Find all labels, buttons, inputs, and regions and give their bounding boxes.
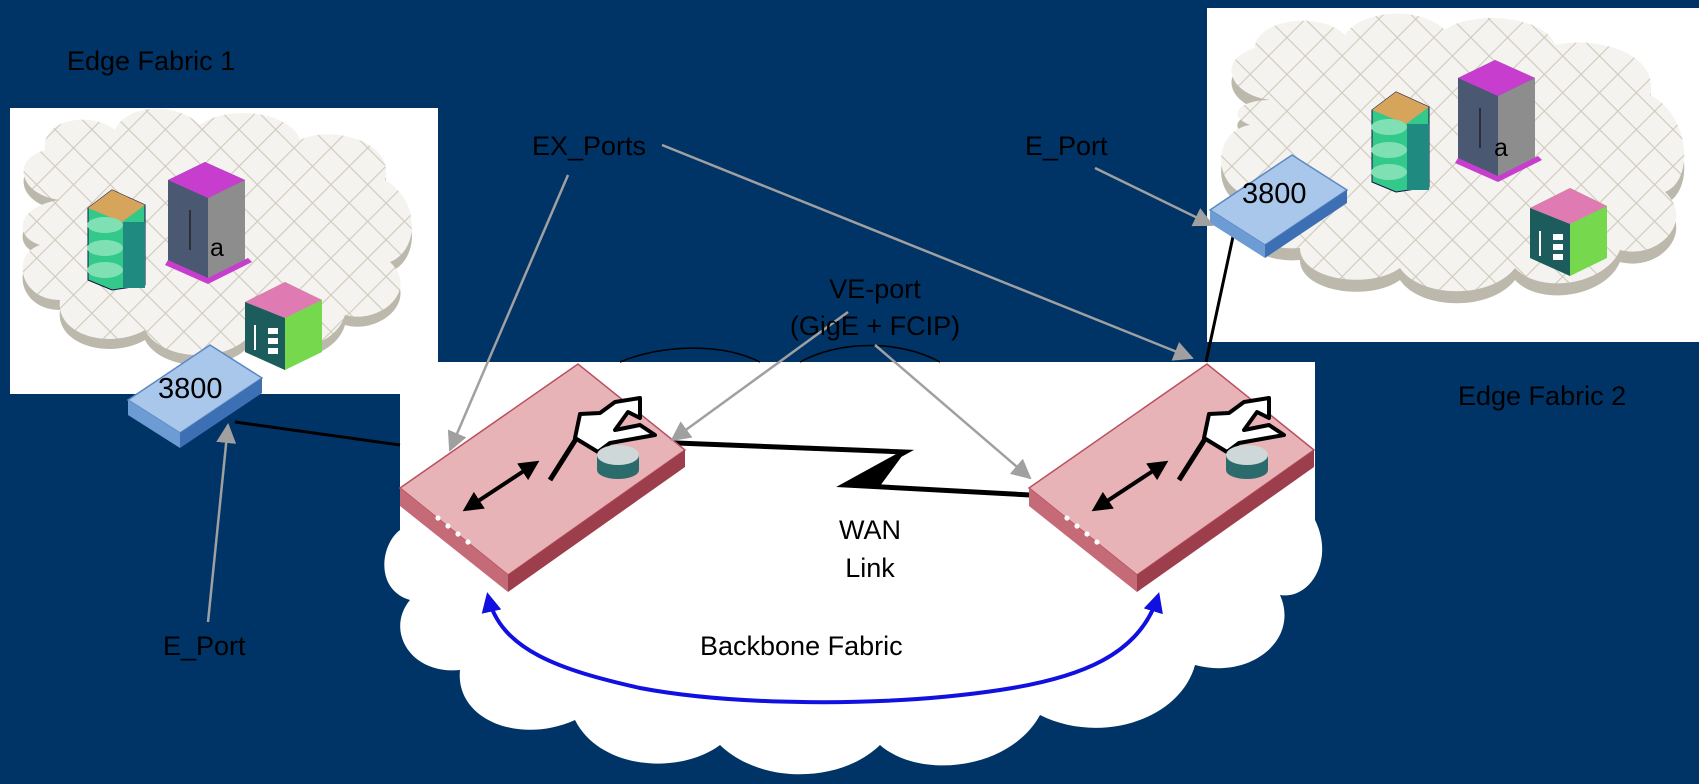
backbone-fabric-title: Backbone Fabric	[700, 631, 903, 661]
pointer-arrows	[206, 143, 1214, 623]
wan-label-line1: WAN	[839, 515, 901, 545]
e-port-left-label: E_Port	[163, 631, 246, 661]
edge1-server-letter: a	[210, 234, 224, 262]
edge1-server-rack-icon	[165, 162, 252, 284]
edge1-disk-array-icon	[87, 189, 146, 291]
edge2-disk-array-icon	[1371, 91, 1430, 193]
left-router-icon	[398, 363, 687, 592]
right-router-icon	[1027, 363, 1316, 592]
backbone-interlink-arrow	[481, 592, 1163, 705]
ex-ports-label: EX_Ports	[532, 131, 647, 161]
ve-port-label-line1: VE-port	[829, 274, 921, 304]
edge-fabric-2-title: Edge Fabric 2	[1458, 381, 1627, 411]
e-port-right-label: E_Port	[1025, 131, 1108, 161]
wan-label-line2: Link	[845, 553, 895, 583]
edge2-tape-library-icon	[1530, 188, 1607, 276]
edge1-switch-icon	[126, 344, 264, 448]
edge2-switch-label: 3800	[1242, 178, 1307, 210]
link-edge2-to-router	[1204, 231, 1236, 363]
edge-fabric-1-title: Edge Fabric 1	[67, 46, 236, 76]
ve-port-label-line2: (GigE + FCIP)	[789, 311, 961, 341]
edge1-switch-label: 3800	[158, 373, 223, 405]
edge1-tape-library-icon	[245, 282, 322, 370]
edge2-switch-icon	[1208, 154, 1349, 258]
link-edge1-to-router	[234, 420, 401, 447]
edge2-server-rack-icon	[1455, 60, 1542, 182]
edge2-server-letter: a	[1494, 134, 1508, 162]
